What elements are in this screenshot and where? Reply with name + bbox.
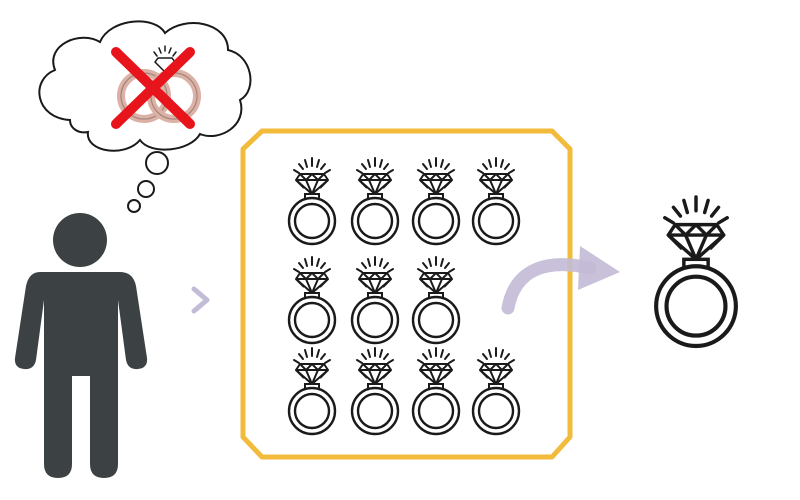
- thought-dot-large: [145, 151, 169, 175]
- curved-arrow-icon: [501, 246, 620, 315]
- ring-icon: [287, 156, 337, 246]
- person-icon: [14, 213, 148, 478]
- cross-mark-icon: [111, 47, 195, 129]
- thought-dot-medium: [137, 180, 155, 198]
- ring-icon: [350, 255, 400, 345]
- ring-grid-frame: [240, 128, 573, 460]
- ring-icon: [411, 255, 461, 345]
- ring-grid: [287, 156, 521, 436]
- thought-dot-small: [127, 199, 141, 213]
- ring-icon: [350, 156, 400, 246]
- ring-icon: [350, 346, 400, 436]
- ring-icon: [471, 156, 521, 246]
- chevron-right-icon: [191, 286, 210, 314]
- thought-bubble: [38, 20, 252, 213]
- ring-icon: [471, 346, 521, 436]
- ring-icon: [287, 255, 337, 345]
- ring-icon: [411, 346, 461, 436]
- chosen-ring-icon: [656, 197, 736, 346]
- ring-icon: [411, 156, 461, 246]
- ring-icon: [287, 346, 337, 436]
